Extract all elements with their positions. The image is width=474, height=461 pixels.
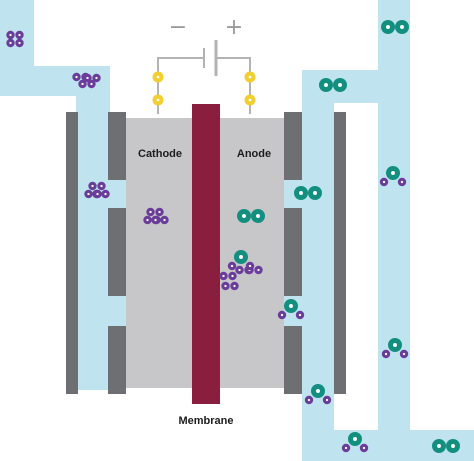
oxygen-molecule-icon — [319, 78, 347, 92]
power-source: − + — [157, 15, 251, 114]
cathode-endplate — [66, 112, 126, 394]
electron-icon — [152, 71, 164, 83]
hydrogen-molecule-icon — [83, 73, 101, 83]
hydrogen-molecule-icon — [88, 181, 106, 191]
membrane — [192, 104, 220, 404]
water-molecule-icon — [379, 166, 407, 187]
oxygen-molecule-icon — [294, 186, 322, 200]
hydrogen-molecule-icon — [221, 281, 239, 291]
water-molecule-icon — [277, 299, 305, 320]
water-molecule-icon — [227, 250, 255, 271]
hydrogen-molecule-icon — [219, 271, 237, 281]
cathode-chamber — [126, 118, 192, 388]
electron-icon — [152, 94, 164, 106]
cathode-label: Cathode — [138, 148, 182, 160]
hydrogen-molecule-icon — [6, 38, 24, 48]
membrane-label: Membrane — [178, 415, 233, 427]
anode-label: Anode — [237, 148, 271, 160]
anode-endplate — [284, 112, 346, 394]
electron-icon — [244, 71, 256, 83]
hydrogen-molecule-icon — [6, 30, 24, 40]
molecules — [6, 20, 460, 453]
anode-wire — [216, 57, 251, 114]
hydrogen-molecule-icon — [84, 189, 102, 199]
hydrogen-molecule-icon — [78, 79, 96, 89]
hydrogen-molecule-icon — [151, 215, 169, 225]
hydrogen-outlet-channel — [0, 0, 110, 390]
cathode-inlet-stub — [96, 296, 126, 326]
water-molecule-icon — [381, 338, 409, 359]
anode-chamber — [220, 118, 284, 388]
oxygen-molecule-icon — [432, 439, 460, 453]
water-molecule-icon — [304, 384, 332, 405]
electron-icon — [244, 94, 256, 106]
positive-terminal-sign: + — [225, 15, 243, 40]
oxygen-molecule-icon — [237, 209, 265, 223]
negative-terminal-sign: − — [169, 15, 187, 40]
water-molecule-icon — [341, 432, 369, 453]
hydrogen-molecule-icon — [146, 207, 164, 217]
water-supply-channel — [378, 0, 410, 461]
oxygen-molecule-icon — [381, 20, 409, 34]
